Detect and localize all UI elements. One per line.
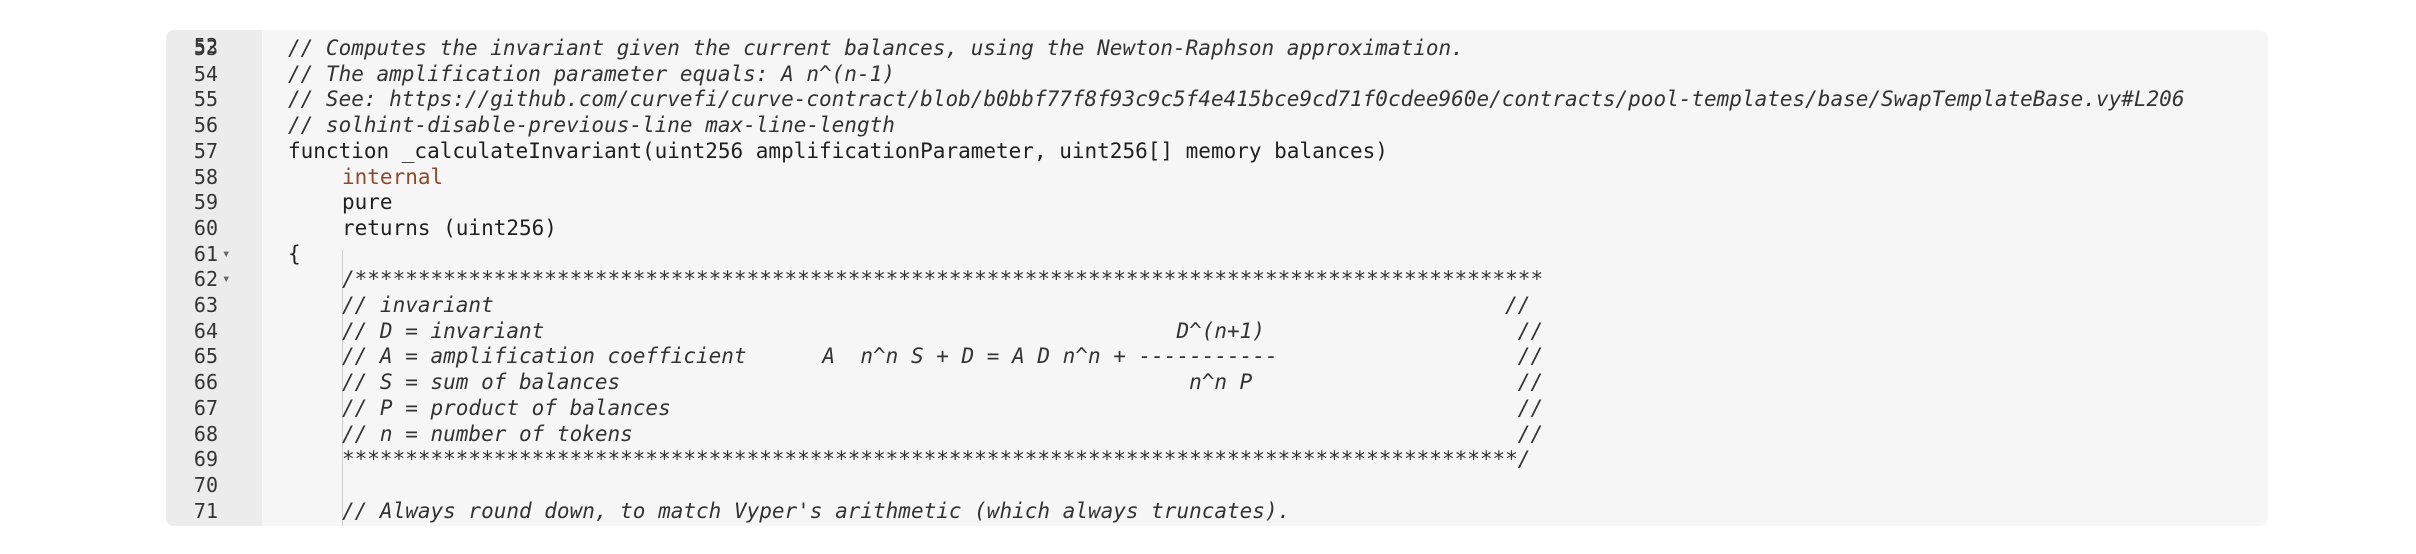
fold-chevron-icon[interactable]: ▾ bbox=[222, 271, 231, 288]
line-number: 62 bbox=[193, 267, 218, 292]
fold-chevron-icon[interactable]: ▾ bbox=[222, 245, 231, 262]
line-number: 63 bbox=[193, 293, 218, 317]
line-number: 52 bbox=[193, 33, 218, 58]
code-line-text: // S = sum of balances n^n P // bbox=[342, 370, 1544, 395]
code-line[interactable]: 57 function _calculateInvariant(uint256 a… bbox=[166, 139, 2268, 165]
code-editor[interactable]: 52 53 // Computes the invariant given the… bbox=[166, 30, 2268, 526]
code-line[interactable]: 67 // P = product of balances // bbox=[166, 396, 2268, 422]
line-number: 55 bbox=[193, 87, 218, 112]
code-line-text: // See: https://github.com/curvefi/curve… bbox=[288, 87, 2185, 112]
code-line[interactable]: 62▾ /************************************… bbox=[166, 267, 2268, 293]
line-number: 71 bbox=[193, 498, 218, 523]
code-line[interactable]: 54 // The amplification parameter equals:… bbox=[166, 62, 2268, 88]
code-line-partial: 52 bbox=[166, 30, 2268, 58]
code-line-text: ****************************************… bbox=[342, 447, 1531, 472]
line-number: 53 bbox=[193, 36, 218, 60]
code-line[interactable]: 63 // invariant // bbox=[166, 293, 2268, 319]
code-line[interactable]: 64 // D = invariant D^(n+1) // bbox=[166, 319, 2268, 345]
code-line-text: function _calculateInvariant(uint256 amp… bbox=[288, 138, 1388, 163]
line-number: 57 bbox=[193, 138, 218, 163]
code-line-text: // The amplification parameter equals: A… bbox=[288, 61, 895, 86]
code-line[interactable]: 59 pure bbox=[166, 190, 2268, 216]
code-line-text: { bbox=[288, 241, 301, 266]
line-number: 54 bbox=[193, 61, 218, 86]
line-number: 60 bbox=[193, 215, 218, 240]
code-line[interactable]: 55 // See: https://github.com/curvefi/cur… bbox=[166, 87, 2268, 113]
line-number: 67 bbox=[193, 395, 218, 420]
code-line[interactable]: 65 // A = amplification coefficient A n^n… bbox=[166, 344, 2268, 370]
code-line[interactable]: 61▾ { bbox=[166, 242, 2268, 268]
code-line[interactable]: 58 internal bbox=[166, 165, 2268, 191]
code-line-text: // Computes the invariant given the curr… bbox=[288, 36, 1464, 60]
line-number: 58 bbox=[193, 164, 218, 189]
code-line[interactable]: 66 // S = sum of balances n^n P // bbox=[166, 370, 2268, 396]
code-line-text: // Always round down, to match Vyper's a… bbox=[342, 498, 1291, 523]
line-number: 70 bbox=[193, 472, 218, 497]
code-line[interactable]: 71 // Always round down, to match Vyper's… bbox=[166, 499, 2268, 525]
code-line[interactable]: 70 bbox=[166, 473, 2268, 499]
code-line-text: pure bbox=[342, 190, 393, 215]
line-number: 66 bbox=[193, 370, 218, 395]
line-number: 69 bbox=[193, 447, 218, 472]
code-line[interactable]: 53 // Computes the invariant given the cu… bbox=[166, 36, 2268, 62]
code-line-text: // solhint-disable-previous-line max-lin… bbox=[288, 113, 895, 138]
code-line-text: internal bbox=[342, 164, 444, 189]
code-line[interactable]: 68 // n = number of tokens // bbox=[166, 422, 2268, 448]
line-number: 68 bbox=[193, 421, 218, 446]
code-area[interactable]: 52 53 // Computes the invariant given the… bbox=[166, 30, 2268, 526]
indent-guide bbox=[342, 250, 343, 526]
code-line[interactable]: 60 returns (uint256) bbox=[166, 216, 2268, 242]
line-number: 65 bbox=[193, 344, 218, 369]
code-line-text: returns (uint256) bbox=[342, 215, 557, 240]
code-line[interactable]: 56 // solhint-disable-previous-line max-l… bbox=[166, 113, 2268, 139]
code-line[interactable]: 69 **************************************… bbox=[166, 447, 2268, 473]
code-line-text: /***************************************… bbox=[342, 267, 1544, 292]
code-line-text: // D = invariant D^(n+1) // bbox=[342, 318, 1544, 343]
line-number: 61 bbox=[193, 241, 218, 266]
line-number: 56 bbox=[193, 113, 218, 138]
code-line-text: // n = number of tokens // bbox=[342, 421, 1544, 446]
code-line-text: // invariant // bbox=[342, 293, 1531, 317]
line-number: 64 bbox=[193, 318, 218, 343]
code-line-text: // A = amplification coefficient A n^n S… bbox=[342, 344, 1544, 369]
code-line-text: // P = product of balances // bbox=[342, 395, 1544, 420]
line-number: 59 bbox=[193, 190, 218, 215]
line-number-gutter bbox=[166, 30, 262, 526]
